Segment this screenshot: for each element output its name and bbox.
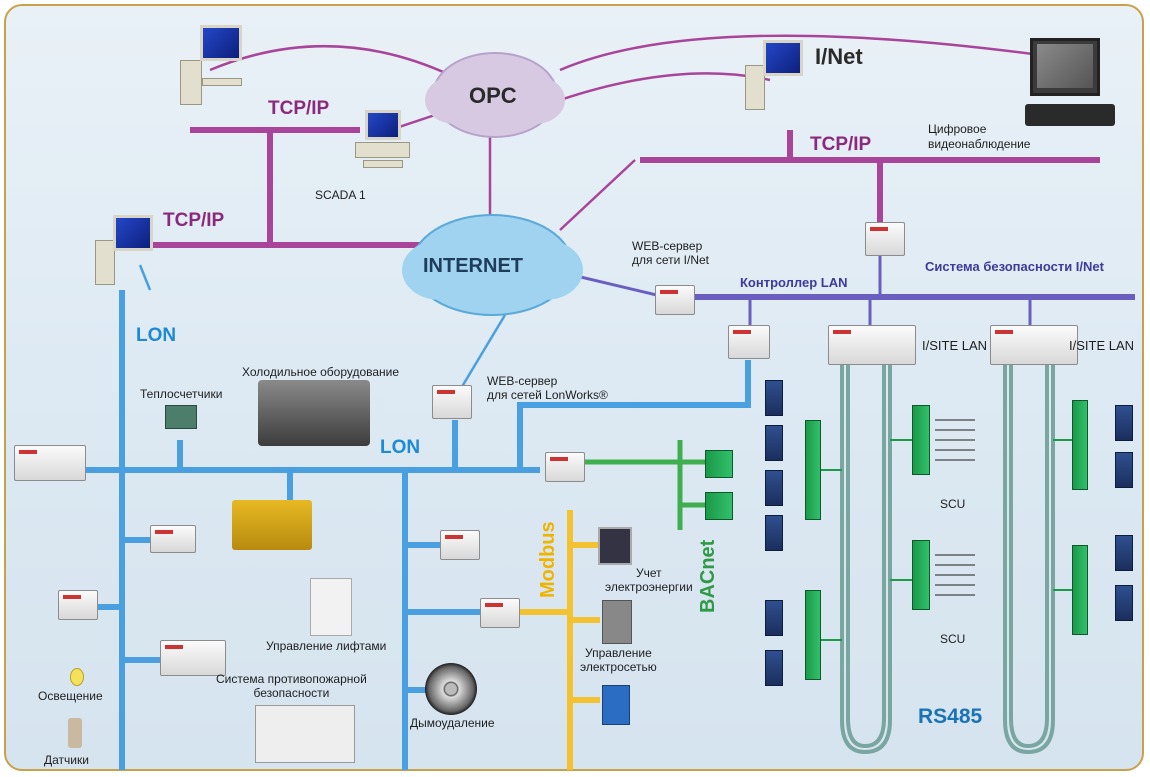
tcpip-label-2: TCP/IP bbox=[810, 134, 872, 155]
modbus-label: Modbus bbox=[537, 521, 559, 598]
scada-label: SCADA 1 bbox=[315, 188, 366, 202]
web-inet-label: WEB-сервер для сети I/Net bbox=[632, 239, 709, 267]
io-module bbox=[1115, 452, 1133, 488]
io-module bbox=[1115, 405, 1133, 441]
heat-meters-label: Теплосчетчики bbox=[140, 387, 223, 401]
drive-icon bbox=[602, 685, 630, 725]
security-inet-label: Система безопасности I/Net bbox=[925, 259, 1104, 274]
sensor-icon bbox=[68, 718, 82, 748]
io-module bbox=[765, 470, 783, 506]
web-server-lon-controller bbox=[432, 385, 472, 419]
cold-equipment-label: Холодильное оборудование bbox=[242, 365, 400, 379]
isite-controller-1 bbox=[828, 325, 916, 365]
fire-safety-label: Система противопожарной безопасности bbox=[216, 672, 367, 700]
bacnet-device-2 bbox=[705, 492, 733, 520]
rs485-node bbox=[805, 420, 821, 520]
controller-left-4 bbox=[160, 640, 226, 676]
io-module bbox=[765, 650, 783, 686]
bacnet-device-1 bbox=[705, 450, 733, 478]
io-module bbox=[1115, 585, 1133, 621]
controller-mid-1 bbox=[440, 530, 480, 560]
isite-controller-2 bbox=[990, 325, 1078, 365]
opc-cloud-shape bbox=[425, 52, 565, 138]
lon-lines bbox=[30, 290, 751, 770]
computer-inet-icon bbox=[745, 35, 810, 115]
elevators-label: Управление лифтами bbox=[266, 639, 387, 653]
controller-tcpip-right bbox=[865, 222, 905, 256]
bacnet-lines bbox=[585, 440, 705, 530]
computer-top-left-icon bbox=[180, 20, 250, 105]
smoke-removal-label: Дымоудаление bbox=[410, 716, 495, 730]
lon-label-2: LON bbox=[380, 437, 421, 458]
generator-icon bbox=[232, 500, 312, 550]
modbus-gateway-controller bbox=[480, 598, 520, 628]
controller-left-3 bbox=[58, 590, 98, 620]
rs485-node bbox=[805, 590, 821, 680]
web-lon-link bbox=[138, 264, 507, 391]
tcpip-label-3: TCP/IP bbox=[163, 210, 225, 231]
power-control-label: Управление электросетью bbox=[580, 646, 657, 674]
controller-left-1 bbox=[14, 445, 86, 481]
video-monitor-icon bbox=[1025, 38, 1120, 133]
computer-scada-icon bbox=[355, 110, 415, 180]
internet-cloud-shape bbox=[402, 214, 583, 316]
controller-lan-label: Контроллер LAN bbox=[740, 275, 848, 290]
scu-wiring bbox=[935, 419, 975, 596]
io-module bbox=[765, 600, 783, 636]
elevator-panel-icon bbox=[310, 578, 352, 636]
bacnet-gateway-controller bbox=[545, 452, 585, 482]
web-server-inet-controller bbox=[655, 285, 695, 315]
controller-lan-drop bbox=[728, 325, 770, 359]
isite-lan-label-2: I/SITE LAN bbox=[1069, 338, 1135, 353]
controller-left-2 bbox=[150, 525, 196, 553]
scu-label-1: SCU bbox=[940, 497, 966, 511]
computer-left-icon bbox=[95, 215, 160, 295]
chiller-icon bbox=[258, 380, 370, 446]
rs485-loops bbox=[840, 360, 1055, 755]
tcpip-label-1: TCP/IP bbox=[268, 98, 330, 119]
io-module bbox=[1115, 535, 1133, 571]
video-label: Цифровое видеонаблюдение bbox=[928, 122, 1031, 151]
rs485-node bbox=[1072, 400, 1088, 490]
io-module bbox=[765, 425, 783, 461]
scu-node bbox=[912, 405, 930, 475]
lamp-icon bbox=[70, 668, 84, 686]
scu-label-2: SCU bbox=[940, 632, 966, 646]
isite-lan-label-1: I/SITE LAN bbox=[922, 338, 988, 353]
energy-metering-label: Учет электроэнергии bbox=[605, 566, 693, 594]
internet-label: INTERNET bbox=[423, 255, 523, 277]
io-module bbox=[765, 515, 783, 551]
web-lon-label: WEB-сервер для сетей LonWorks® bbox=[487, 374, 608, 402]
io-module bbox=[765, 380, 783, 416]
sensors-label: Датчики bbox=[44, 753, 89, 767]
lon-label-1: LON bbox=[136, 325, 177, 346]
fire-panel-icon bbox=[255, 705, 355, 763]
lighting-label: Освещение bbox=[38, 689, 103, 703]
power-control-icon bbox=[602, 600, 632, 644]
rs485-node bbox=[1072, 545, 1088, 635]
heat-meter-icon bbox=[165, 405, 197, 429]
energy-meter-icon bbox=[598, 527, 632, 565]
opc-label: OPC bbox=[469, 83, 517, 108]
tcpip-lines bbox=[140, 127, 1100, 248]
inet-top-label: I/Net bbox=[815, 44, 863, 69]
modbus-lines bbox=[520, 510, 600, 770]
rs485-label: RS485 bbox=[918, 705, 983, 728]
scu-node bbox=[912, 540, 930, 610]
bacnet-label: BACnet bbox=[697, 539, 719, 613]
smoke-fan-icon bbox=[425, 663, 477, 715]
